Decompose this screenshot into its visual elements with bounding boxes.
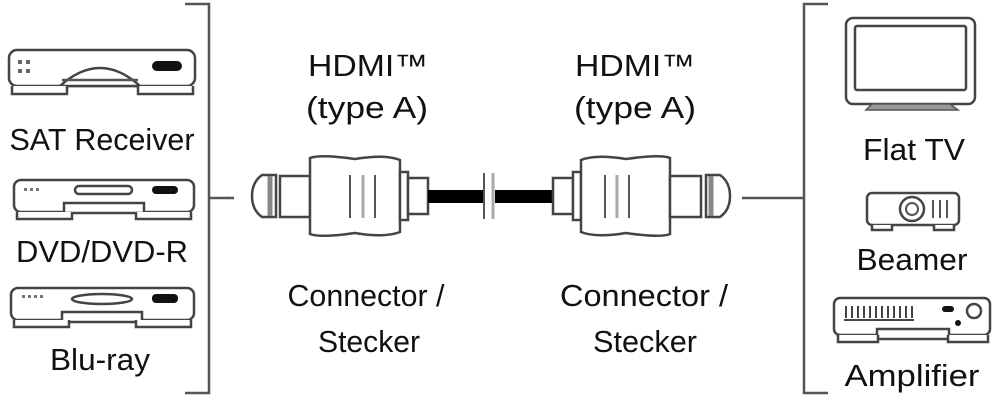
source-label-bluray: Blu-ray	[50, 342, 150, 377]
target-label-amplifier: Amplifier	[845, 358, 980, 393]
connector-right-type-line2: (type A)	[574, 90, 696, 125]
connector-right-name-line1: Connector /	[560, 278, 728, 313]
connector-right-name-line2: Stecker	[593, 324, 697, 359]
connector-left-type-line2: (type A)	[306, 90, 428, 125]
connector-left-name-line1: Connector /	[288, 278, 445, 313]
flat-tv-icon	[844, 16, 977, 111]
hdmi-plug-left-icon	[250, 155, 430, 237]
connector-right-type-line1: HDMI™	[575, 48, 695, 83]
target-label-flat-tv: Flat TV	[863, 132, 965, 167]
projector-icon	[865, 191, 961, 232]
source-label-dvd: DVD/DVD-R	[16, 234, 188, 269]
hdmi-plug-right-icon	[551, 155, 732, 237]
cable-segment-right	[495, 190, 553, 203]
source-label-sat-receiver: SAT Receiver	[10, 122, 195, 157]
connector-left-name-line2: Stecker	[318, 324, 420, 359]
target-label-beamer: Beamer	[857, 242, 968, 277]
cable-segment-left	[428, 190, 483, 203]
amplifier-icon	[832, 296, 992, 344]
hdmi-cable-icon	[250, 155, 732, 237]
satellite-receiver-icon	[7, 48, 197, 96]
target-bracket	[776, 2, 828, 395]
connector-left-type-line1: HDMI™	[308, 48, 428, 83]
dvd-player-icon	[12, 178, 196, 221]
source-bracket	[185, 2, 229, 395]
bluray-player-icon	[9, 286, 196, 329]
